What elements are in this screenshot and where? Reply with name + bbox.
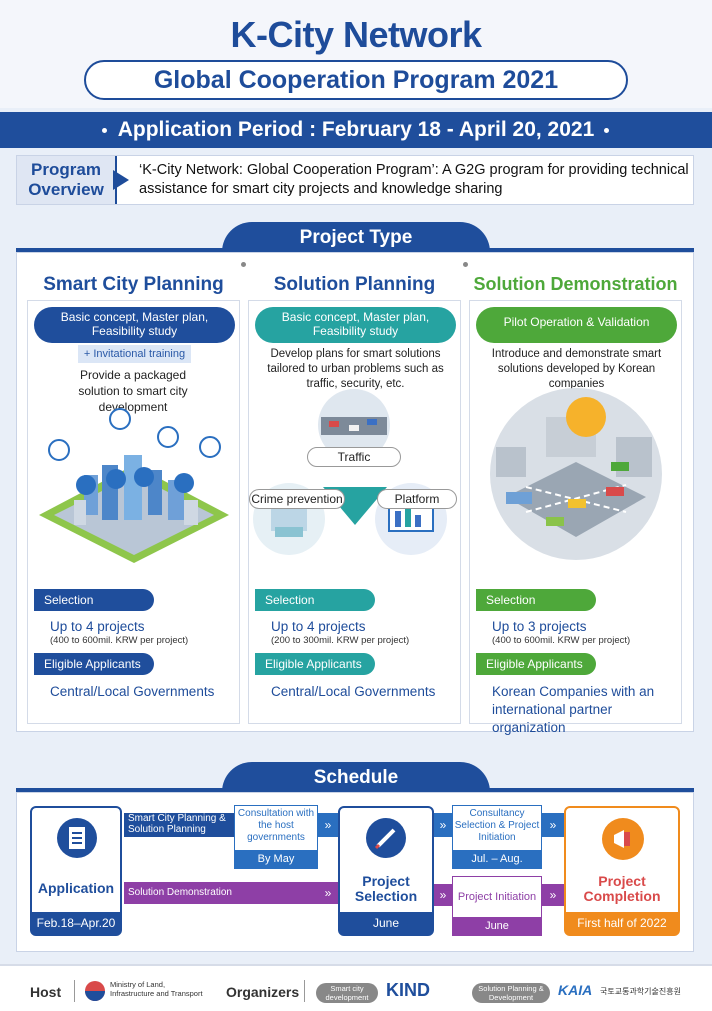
footer: Host Ministry of Land, Infrastructure an… bbox=[0, 964, 712, 1011]
dot-icon bbox=[102, 128, 107, 133]
column-description: Develop plans for smart solutions tailor… bbox=[267, 348, 444, 390]
eligible-applicants: Central/Local Governments bbox=[271, 684, 436, 699]
chevron-right-icon: » bbox=[542, 813, 564, 837]
selection-tag: Selection bbox=[34, 589, 154, 611]
scope-pill: Basic concept, Master plan, Feasibility … bbox=[255, 307, 456, 343]
chevron-right-icon: » bbox=[434, 884, 452, 906]
consultancy-text: Consultancy Selection & Project Initiati… bbox=[454, 808, 540, 843]
consultation-date: By May bbox=[235, 850, 317, 868]
column-title: Solution Demonstration bbox=[473, 274, 678, 294]
column-solution-demonstration: Solution Demonstration Pilot Operation &… bbox=[469, 262, 682, 735]
organizers-label: Organizers bbox=[226, 984, 300, 1000]
crime-prevention-label: Crime prevention bbox=[249, 489, 345, 509]
selection-count: Up to 4 projects bbox=[50, 619, 145, 634]
eligible-tag: Eligible Applicants bbox=[34, 653, 154, 675]
overview-label: Program Overview bbox=[17, 156, 117, 204]
project-completion-box: Project Completion First half of 2022 bbox=[564, 806, 680, 936]
dot-icon bbox=[604, 128, 609, 133]
scope-pill: Basic concept, Master plan, Feasibility … bbox=[34, 307, 235, 343]
smart-city-development-tag: Smart city development bbox=[316, 983, 378, 1003]
column-solution-planning: Solution Planning Basic concept, Master … bbox=[248, 262, 461, 724]
solution-planning-illustration bbox=[253, 389, 447, 555]
overview-label-line1: Program bbox=[31, 160, 101, 179]
header: K-City Network Global Cooperation Progra… bbox=[0, 0, 712, 108]
megaphone-icon bbox=[602, 818, 644, 860]
chevron-right-icon: » bbox=[318, 813, 338, 837]
platform-label: Platform bbox=[377, 489, 457, 509]
divider bbox=[74, 980, 75, 1002]
chevron-right-icon: » bbox=[434, 813, 452, 837]
selection-count: Up to 4 projects bbox=[271, 619, 366, 634]
selection-budget: (200 to 300mil. KRW per project) bbox=[271, 635, 410, 646]
eligible-tag: Eligible Applicants bbox=[255, 653, 375, 675]
page-subtitle: Global Cooperation Program 2021 bbox=[84, 60, 628, 100]
demonstration-illustration bbox=[490, 388, 662, 560]
kind-logo: KIND bbox=[386, 980, 430, 1000]
separator-dot bbox=[463, 262, 468, 267]
korea-emblem-icon bbox=[85, 981, 105, 1001]
schedule-title: Schedule bbox=[222, 762, 490, 794]
column-description: Provide a packaged solution to smart cit… bbox=[78, 368, 188, 414]
traffic-label: Traffic bbox=[307, 447, 401, 467]
column-card: Basic concept, Master plan, Feasibility … bbox=[27, 300, 240, 724]
project-completion-date: First half of 2022 bbox=[566, 912, 678, 934]
selection-budget: (400 to 600mil. KRW per project) bbox=[50, 635, 189, 646]
consultation-text: Consultation with the host governments bbox=[237, 808, 315, 843]
selection-tag: Selection bbox=[255, 589, 375, 611]
kaia-korean-name: 국토교통과학기술진흥원 bbox=[600, 987, 681, 996]
eligible-tag: Eligible Applicants bbox=[476, 653, 596, 675]
planning-band: Smart City Planning & Solution Planning bbox=[124, 813, 234, 837]
smart-city-illustration bbox=[39, 408, 229, 563]
pen-icon bbox=[366, 818, 406, 858]
overview-label-line2: Overview bbox=[28, 180, 104, 199]
consultancy-box: Consultancy Selection & Project Initiati… bbox=[452, 805, 542, 869]
column-title: Smart City Planning bbox=[43, 274, 224, 295]
kaia-logo: KAIA bbox=[558, 982, 593, 998]
scope-pill: Pilot Operation & Validation bbox=[476, 307, 677, 343]
document-icon bbox=[57, 818, 97, 858]
column-card: Pilot Operation & Validation Introduce a… bbox=[469, 300, 682, 735]
selection-count: Up to 3 projects bbox=[492, 619, 587, 634]
solution-planning-tag: Solution Planning & Development bbox=[472, 983, 550, 1003]
page-title: K-City Network bbox=[230, 14, 482, 55]
project-type-title: Project Type bbox=[222, 222, 490, 254]
divider bbox=[304, 980, 305, 1002]
application-date: Feb.18–Apr.20 bbox=[32, 912, 120, 934]
initiation-date: June bbox=[453, 917, 541, 935]
project-selection-box: Project Selection June bbox=[338, 806, 434, 936]
initiation-text: Project Initiation bbox=[457, 891, 537, 903]
column-card: Basic concept, Master plan, Feasibility … bbox=[248, 300, 461, 724]
initiation-box: Project Initiation June bbox=[452, 876, 542, 936]
eligible-applicants: Korean Companies with an international p… bbox=[492, 684, 655, 735]
column-title: Solution Planning bbox=[273, 274, 436, 295]
column-description: Introduce and demonstrate smart solution… bbox=[491, 348, 662, 390]
application-period: Application Period : February 18 - April… bbox=[117, 118, 595, 141]
program-overview: Program Overview ‘K-City Network: Global… bbox=[16, 155, 694, 205]
application-title: Application bbox=[37, 880, 115, 896]
host-label: Host bbox=[30, 984, 62, 1000]
project-selection-date: June bbox=[340, 912, 432, 934]
application-box: Application Feb.18–Apr.20 bbox=[30, 806, 122, 936]
demonstration-band: Solution Demonstration bbox=[124, 882, 336, 904]
project-selection-title: Project Selection bbox=[354, 873, 418, 904]
host-organization: Ministry of Land, Infrastructure and Tra… bbox=[110, 980, 203, 998]
project-completion-title: Project Completion bbox=[583, 873, 661, 904]
consultation-box: Consultation with the host governments B… bbox=[234, 805, 318, 869]
selection-budget: (400 to 600mil. KRW per project) bbox=[492, 635, 631, 646]
overview-text: ‘K-City Network: Global Cooperation Prog… bbox=[139, 162, 689, 197]
column-smart-city-planning: Smart City Planning Basic concept, Maste… bbox=[27, 262, 240, 724]
eligible-applicants: Central/Local Governments bbox=[50, 684, 215, 699]
arrow-right-icon bbox=[113, 170, 129, 190]
application-period-banner: Application Period : February 18 - April… bbox=[0, 112, 712, 148]
consultancy-date: Jul. – Aug. bbox=[453, 850, 541, 868]
separator-dot bbox=[241, 262, 246, 267]
selection-tag: Selection bbox=[476, 589, 596, 611]
chevron-right-icon: » bbox=[542, 884, 564, 906]
training-pill: + Invitational training bbox=[78, 345, 191, 363]
chevron-right-icon: » bbox=[318, 882, 338, 904]
